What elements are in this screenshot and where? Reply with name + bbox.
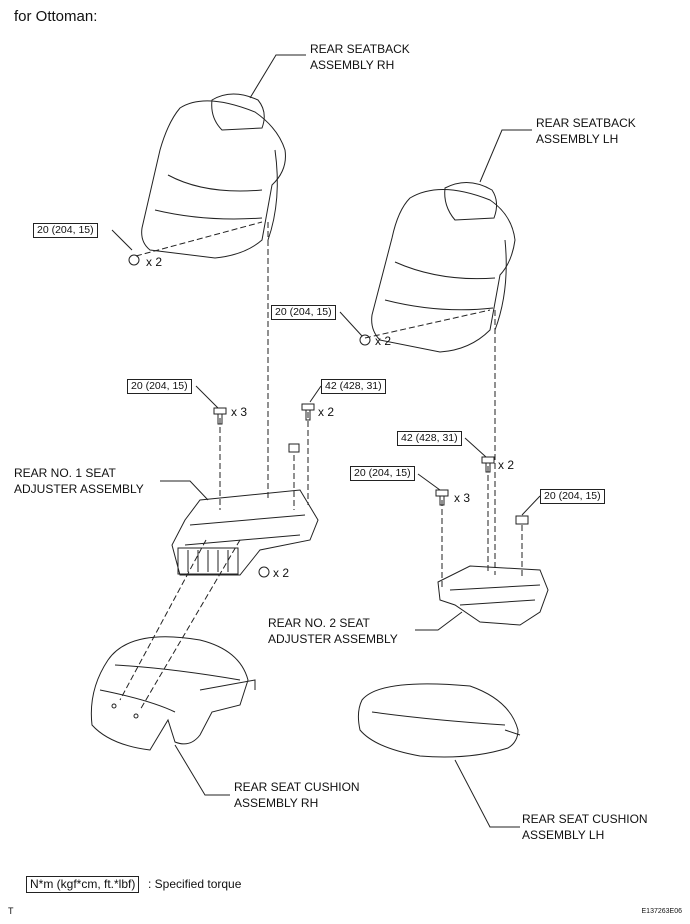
cushion-lh-drawing [357, 683, 521, 758]
qty-adjuster-2-bolts-top: x 2 [498, 458, 515, 472]
label-adjuster-1-line1: REAR NO. 1 SEAT [14, 466, 116, 480]
fasteners [111, 254, 529, 719]
figure-heading: for Ottoman: [14, 8, 98, 25]
label-seatback-lh-line1: REAR SEATBACK [536, 116, 636, 130]
label-adjuster-2-line2: ADJUSTER ASSEMBLY [268, 632, 398, 646]
qty-adjuster-2-bolts-left: x 3 [454, 491, 471, 505]
adjuster-2-drawing [437, 565, 549, 626]
torque-box-seatback-lh: 20 (204, 15) [271, 305, 336, 320]
figure-code: E137263E06 [641, 908, 682, 915]
label-cushion-rh-line2: ASSEMBLY RH [234, 796, 319, 810]
torque-box-seatback-rh: 20 (204, 15) [33, 223, 98, 238]
label-cushion-lh-line2: ASSEMBLY LH [522, 828, 605, 842]
adjuster-1-drawing [171, 489, 319, 576]
qty-adjuster-1-nuts: x 2 [273, 566, 290, 580]
qty-adjuster-1-bolts-left: x 3 [231, 405, 248, 419]
torque-box-adjuster-2-right: 20 (204, 15) [540, 489, 605, 504]
legend-description: : Specified torque [148, 877, 242, 891]
cushion-rh-drawing [90, 636, 256, 751]
seatback-lh-drawing [371, 182, 516, 353]
qty-adjuster-1-bolts-right: x 2 [318, 405, 335, 419]
torque-box-adjuster-1-right: 42 (428, 31) [321, 379, 386, 394]
label-cushion-lh-line1: REAR SEAT CUSHION [522, 812, 648, 826]
label-cushion-rh-line1: REAR SEAT CUSHION [234, 780, 360, 794]
label-seatback-lh-line2: ASSEMBLY LH [536, 132, 619, 146]
label-adjuster-2-line1: REAR NO. 2 SEAT [268, 616, 370, 630]
torque-box-adjuster-1-left: 20 (204, 15) [127, 379, 192, 394]
alignment-lines [119, 221, 523, 711]
seatback-rh-drawing [141, 93, 286, 259]
legend-unit-box: N*m (kgf*cm, ft.*lbf) [26, 876, 140, 893]
torque-box-adjuster-2-top: 42 (428, 31) [397, 431, 462, 446]
label-seatback-rh-line1: REAR SEATBACK [310, 42, 410, 56]
label-adjuster-1-line2: ADJUSTER ASSEMBLY [14, 482, 144, 496]
torque-box-adjuster-2-left: 20 (204, 15) [350, 466, 415, 481]
qty-seatback-lh-nuts: x 2 [375, 334, 392, 348]
leader-lines [111, 54, 541, 828]
corner-mark: T [8, 906, 14, 916]
qty-seatback-rh-nuts: x 2 [146, 255, 163, 269]
label-seatback-rh-line2: ASSEMBLY RH [310, 58, 395, 72]
